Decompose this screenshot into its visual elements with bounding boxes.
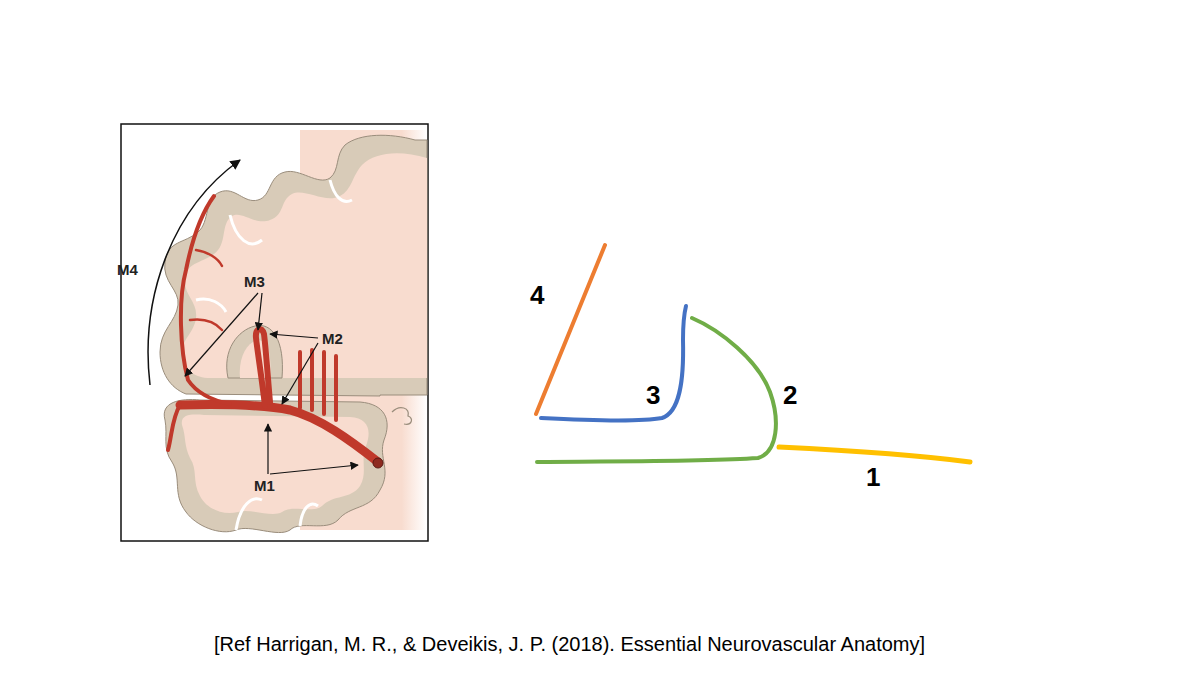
- leader-arrow: [148, 160, 240, 385]
- callout-number: 3: [646, 382, 660, 408]
- callout-number: 1: [866, 464, 880, 490]
- segment-label: M3: [244, 274, 265, 289]
- figure-frame: [121, 124, 428, 541]
- segment-label: M1: [254, 478, 275, 493]
- white-matter: [182, 153, 427, 378]
- leader-line: [185, 293, 358, 474]
- segment-schematic: [536, 245, 970, 462]
- callout-number: 4: [530, 282, 544, 308]
- artery: [168, 196, 378, 462]
- segment-label: M2: [322, 331, 343, 346]
- reference-caption: [Ref Harrigan, M. R., & Deveikis, J. P. …: [214, 634, 925, 654]
- segment-label: M4: [117, 262, 138, 277]
- callout-number: 2: [783, 382, 797, 408]
- temporal-lobe: [164, 400, 387, 533]
- cortex: [160, 135, 427, 396]
